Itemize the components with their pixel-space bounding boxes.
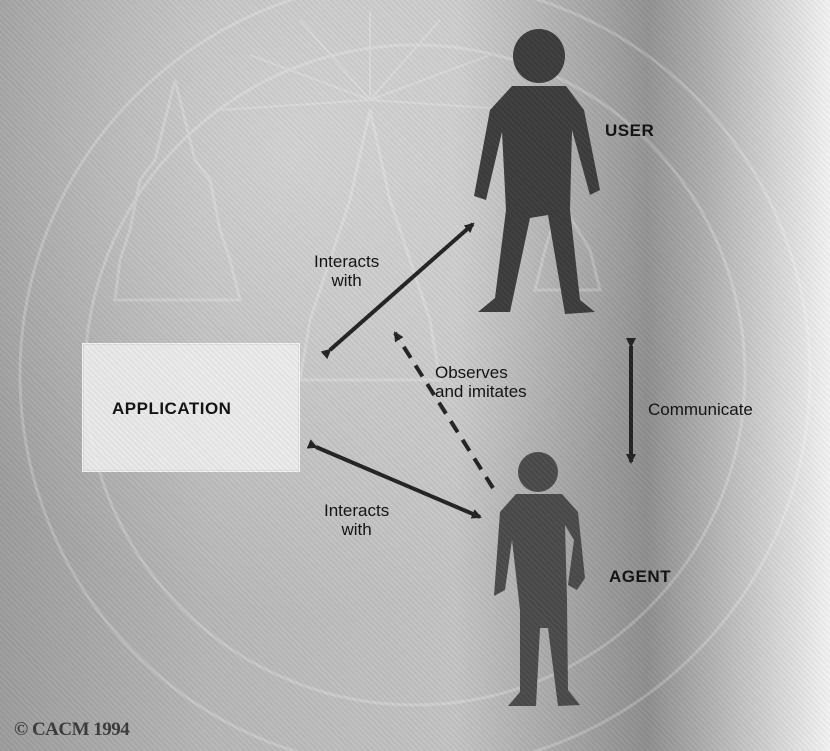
edge-label-communicate: Communicate [648, 400, 753, 419]
edge-label-observes: Observes and imitates [435, 363, 527, 401]
edge-label-agent-application: Interacts with [324, 501, 389, 539]
person-silhouette-agent-icon [494, 452, 585, 706]
user-label: USER [605, 121, 654, 140]
person-silhouette-user-icon [474, 29, 600, 314]
agent-label: AGENT [609, 567, 671, 586]
arrow-agent-observes [395, 333, 493, 488]
application-label: APPLICATION [112, 399, 231, 418]
edge-label-user-application: Interacts with [314, 252, 379, 290]
copyright-notice: © CACM 1994 [14, 720, 129, 739]
